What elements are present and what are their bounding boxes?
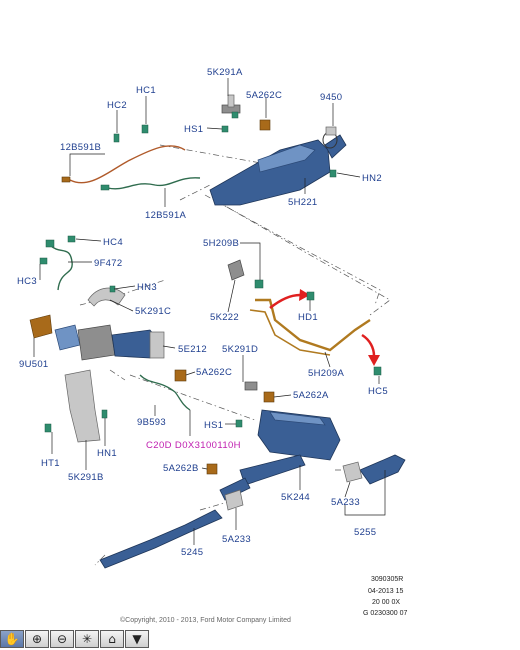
label-5K291A: 5K291A: [207, 67, 243, 78]
label-12B591A: 12B591A: [145, 210, 187, 221]
label-5H221: 5H221: [288, 197, 318, 208]
hand-icon: ✋: [4, 632, 20, 646]
gasket-5A262A: [263, 391, 275, 403]
label-5A262C-top: 5A262C: [246, 90, 282, 101]
clip-5H209B: [254, 279, 264, 289]
zoom-in-icon: ⊕: [31, 632, 43, 646]
dpf-assembly: [209, 126, 347, 206]
label-5K291C: 5K291C: [135, 306, 171, 317]
clip-HC2: [113, 133, 120, 143]
clip-HC4: [67, 235, 76, 243]
label-5H209B: 5H209B: [203, 238, 239, 249]
label-5E212: 5E212: [178, 344, 207, 355]
zoom-out-button[interactable]: ⊖: [50, 630, 74, 648]
pipe-5H209A: [255, 298, 371, 352]
bracket-5K291D: [244, 381, 258, 391]
clip-HC5: [373, 366, 382, 376]
clamp-5A233-right: [342, 461, 363, 483]
pipe-5245: [99, 509, 223, 569]
fit-button[interactable]: ✳: [75, 630, 99, 648]
label-HC3: HC3: [17, 276, 37, 287]
arrow-red-2: [361, 333, 376, 357]
label-HC1: HC1: [136, 85, 156, 96]
doc-ref-line-3: 20 00 0X: [372, 599, 400, 606]
viewer-toolbar: ✋ ⊕ ⊖ ✳ ⌂ ▼: [0, 630, 520, 650]
label-5K291B: 5K291B: [68, 472, 104, 483]
clip-HD1: [306, 291, 315, 301]
doc-ref-line-4: G 0230300 07: [363, 610, 407, 617]
copyright-text: ©Copyright, 2010 - 2013, Ford Motor Comp…: [120, 616, 291, 624]
label-9U501: 9U501: [19, 359, 49, 370]
sensor-5K291A: [221, 94, 241, 119]
label-HS1-top: HS1: [184, 124, 203, 135]
label-HS1-mid: HS1: [204, 420, 223, 431]
clamp-5A233-bottom: [224, 489, 244, 511]
home-icon: ⌂: [108, 632, 116, 646]
label-HC4: HC4: [103, 237, 123, 248]
label-5A262A: 5A262A: [293, 390, 329, 401]
heat-shield-5K291C: [87, 287, 126, 307]
gasket-5A262C-mid: [174, 369, 187, 382]
flange-9450: [325, 126, 337, 136]
label-HT1: HT1: [41, 458, 60, 469]
tailpipe-5255: [359, 454, 406, 485]
label-5A262C-mid: 5A262C: [196, 367, 232, 378]
label-HC2: HC2: [107, 100, 127, 111]
label-HC5: HC5: [368, 386, 388, 397]
label-HD1: HD1: [298, 312, 318, 323]
clip-HT1: [44, 423, 52, 433]
label-5A262B: 5A262B: [163, 463, 199, 474]
label-5A233-right: 5A233: [331, 497, 360, 508]
label-9B593: 9B593: [137, 417, 166, 428]
sensor-wire-9B593: [139, 374, 191, 411]
leader-lines: [33, 78, 386, 545]
label-9F472: 9F472: [94, 258, 122, 269]
label-9450: 9450: [320, 92, 342, 103]
home-button[interactable]: ⌂: [100, 630, 124, 648]
connector-12B591A: [100, 184, 110, 191]
zoom-out-icon: ⊖: [56, 632, 68, 646]
downpipe-5E212: [54, 324, 165, 361]
document-reference: 3090305R 04-2013 15 20 00 0X G 0230300 0…: [363, 576, 407, 617]
clip-HN1: [101, 409, 108, 419]
bracket-5K222: [227, 259, 245, 281]
clip-HS1-top: [221, 125, 229, 133]
part-labels: 5K291A HC1 HC2 5A262C 9450 HS1 12B591B H…: [17, 67, 388, 558]
connector-12B591B: [61, 176, 71, 183]
sensor-wire-12B591B: [61, 145, 186, 184]
muffler-5K244: [219, 409, 341, 501]
clip-HS1-mid: [235, 419, 243, 428]
clip-HN2: [329, 169, 337, 178]
arrow-red-1: [269, 293, 301, 309]
doc-ref-line-1: 3090305R: [371, 576, 403, 583]
clip-HC3: [39, 257, 48, 265]
label-HN3: HN3: [137, 282, 157, 293]
label-5245: 5245: [181, 547, 203, 558]
pan-button[interactable]: ✋: [0, 630, 24, 648]
dropdown-icon: ▼: [132, 632, 142, 646]
label-HN2: HN2: [362, 173, 382, 184]
label-5A233-bottom: 5A233: [222, 534, 251, 545]
label-12B591B: 12B591B: [60, 142, 101, 153]
label-5K222: 5K222: [210, 312, 239, 323]
gasket-5A262C-top: [259, 119, 271, 131]
exhaust-parts-diagram: 5K291A HC1 HC2 5A262C 9450 HS1 12B591B H…: [17, 67, 407, 624]
label-HN1: HN1: [97, 448, 117, 459]
heat-shield-5K291B: [64, 369, 101, 443]
harness-9F472: [39, 235, 76, 291]
engine-code-label: C20D D0X3100110H: [146, 440, 241, 451]
label-5255: 5255: [354, 527, 376, 538]
label-5K244: 5K244: [281, 492, 310, 503]
zoom-in-button[interactable]: ⊕: [25, 630, 49, 648]
label-5H209A: 5H209A: [308, 368, 344, 379]
gasket-9U501: [29, 314, 53, 339]
clip-HC1: [141, 124, 149, 134]
sensor-wire-12B591A: [100, 177, 201, 191]
menu-dropdown-button[interactable]: ▼: [125, 630, 149, 648]
doc-ref-line-2: 04-2013 15: [368, 588, 404, 595]
gasket-5A262B: [206, 463, 218, 475]
fit-icon: ✳: [81, 632, 93, 646]
label-5K291D: 5K291D: [222, 344, 258, 355]
